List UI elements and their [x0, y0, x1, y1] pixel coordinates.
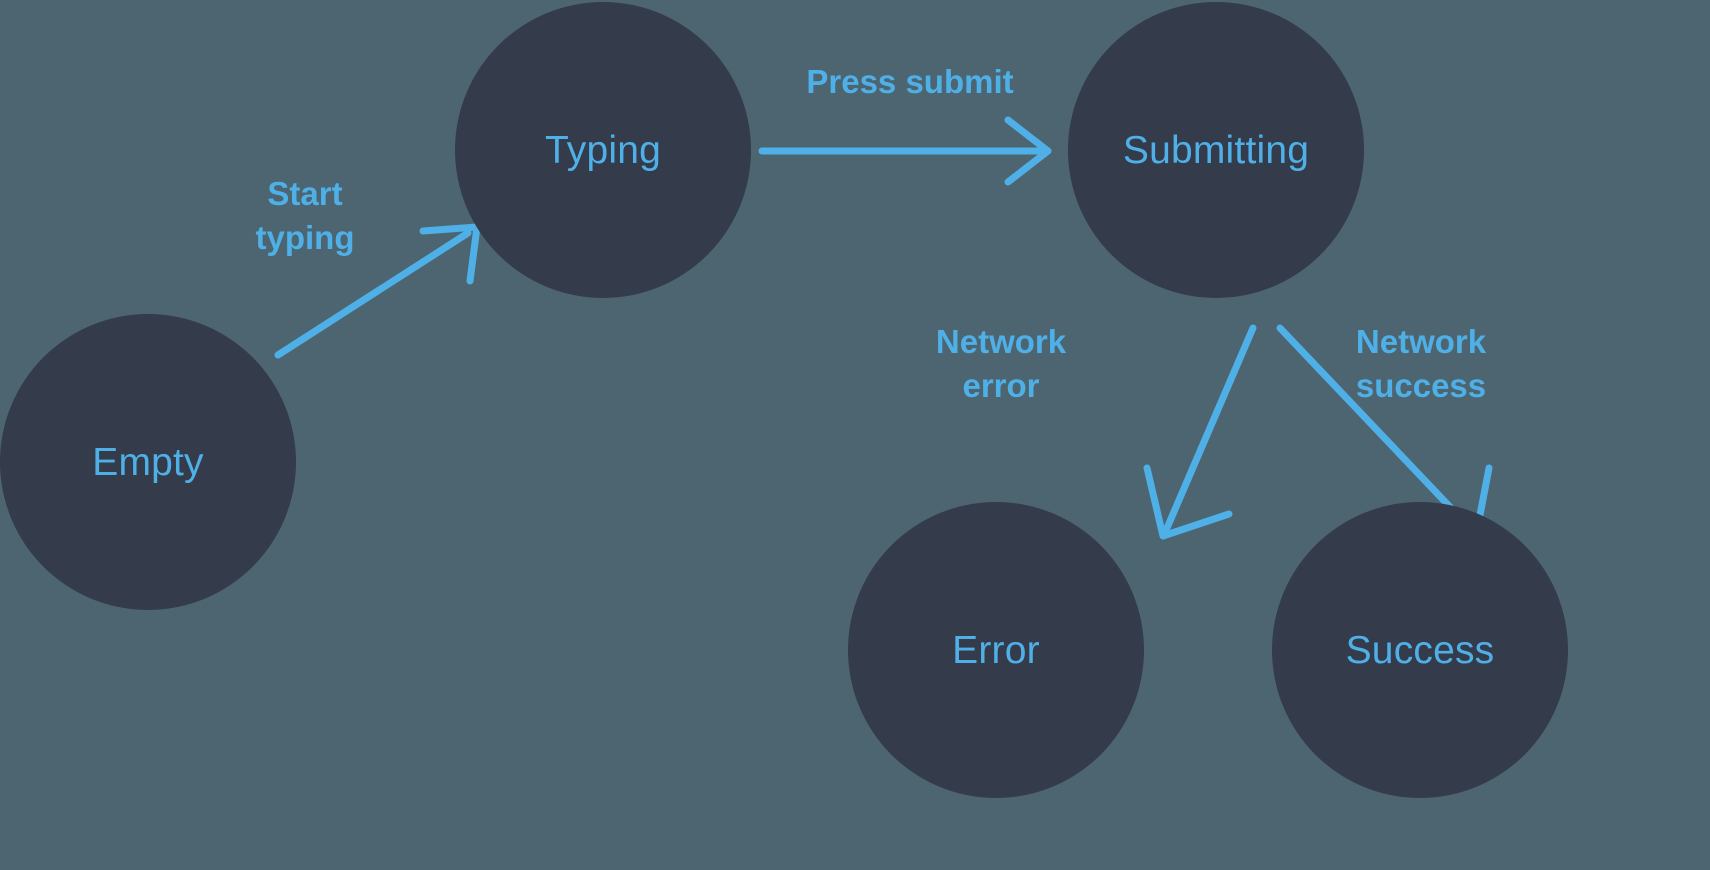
transition-arrow-network-error [1143, 324, 1257, 540]
state-label-empty: Empty [92, 440, 204, 484]
state-label-typing: Typing [544, 128, 662, 172]
transition-label-network-error: Network error [935, 323, 1067, 404]
transition-arrow-press-submit [758, 116, 1052, 186]
state-label-success: Success [1345, 628, 1495, 672]
state-node-error[interactable]: Error [848, 502, 1144, 798]
state-node-submitting[interactable]: Submitting [1068, 2, 1364, 298]
state-label-submitting: Submitting [1122, 128, 1310, 172]
transition-label-start-typing: Start typing [255, 175, 355, 256]
state-node-typing[interactable]: Typing [455, 2, 751, 298]
state-label-error: Error [952, 628, 1040, 672]
transition-label-press-submit: Press submit [806, 63, 1014, 100]
state-node-empty[interactable]: Empty [0, 314, 296, 610]
state-node-success[interactable]: Success [1272, 502, 1568, 798]
transition-label-network-success: Network success [1355, 323, 1487, 404]
